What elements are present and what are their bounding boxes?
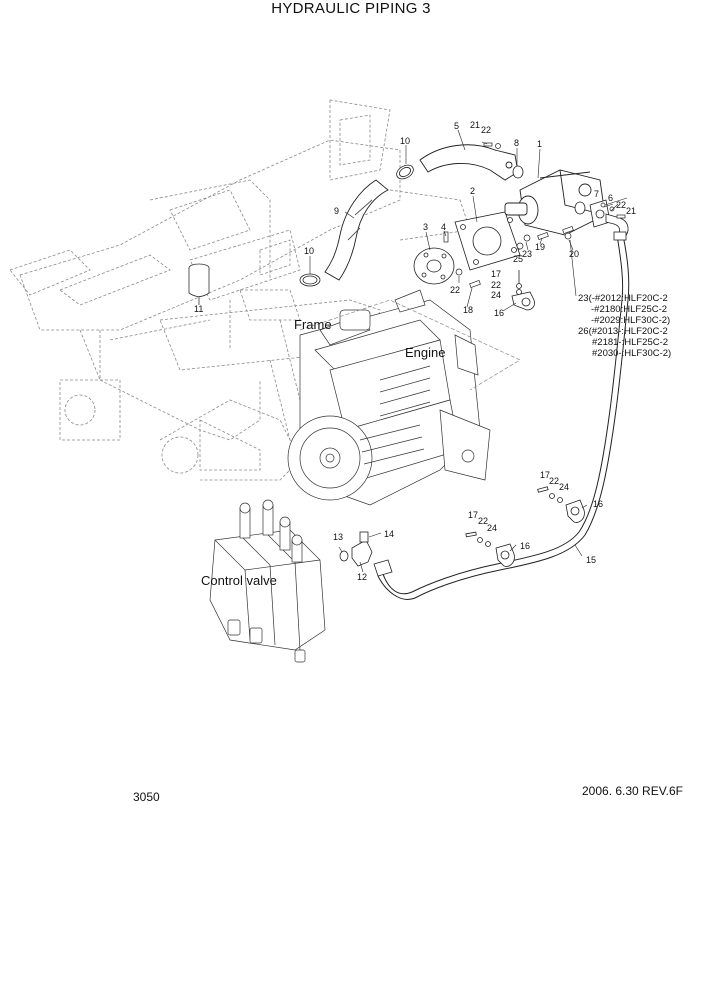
- note-line-4: 26(#2013-:HLF20C-2: [578, 326, 668, 337]
- engine-drawing: [287, 289, 491, 506]
- callout-16-right: 16: [593, 499, 603, 509]
- engine-label: Engine: [405, 345, 446, 360]
- callout-17-upper: 17: [491, 269, 501, 279]
- callout-17-middle: 17: [468, 510, 478, 520]
- filter-element: [188, 263, 210, 305]
- callout-22-rightgroup: 22: [549, 476, 559, 486]
- callout-18: 18: [463, 305, 473, 315]
- callout-22-middle: 22: [478, 516, 488, 526]
- callout-23: 23: [522, 249, 532, 259]
- date-revision: 2006. 6.30 REV.6F: [582, 784, 683, 798]
- leader-lines: [309, 129, 628, 573]
- callout-21-right: 21: [626, 206, 636, 216]
- callout-12: 12: [357, 572, 367, 582]
- callout-8: 8: [514, 138, 519, 148]
- page-number: 3050: [133, 790, 160, 804]
- callout-7: 7: [594, 189, 599, 199]
- callout-9: 9: [334, 206, 339, 216]
- callout-11: 11: [194, 304, 203, 314]
- callout-14: 14: [384, 529, 394, 539]
- hose-fitting-valve-side: [373, 559, 393, 577]
- callout-21-left: 21: [470, 120, 480, 130]
- page-title: HYDRAULIC PIPING 3: [271, 0, 431, 17]
- pipe-clamp-group-middle: [465, 531, 515, 567]
- callout-22-top: 22: [481, 125, 491, 135]
- callout-22-right: 22: [616, 200, 626, 210]
- elbow-fitting-12: [339, 531, 373, 567]
- note-line-1: 23(-#2012:HLF20C-2: [578, 293, 668, 304]
- note-line-2: -#2180:HLF25C-2: [591, 304, 667, 315]
- callout-13: 13: [333, 532, 343, 542]
- frame-outline: [9, 99, 471, 481]
- callout-25: 25: [513, 254, 523, 264]
- callout-10-upper: 10: [400, 136, 410, 146]
- hose-clamp-lower: [299, 273, 321, 287]
- callout-6: 6: [608, 193, 613, 203]
- callout-20: 20: [569, 249, 579, 259]
- frame-label: Frame: [294, 317, 332, 332]
- adapter-plate-2: [454, 211, 521, 271]
- callout-10-lower: 10: [304, 246, 314, 256]
- note-line-6: #2030-:HLF30C-2): [592, 348, 671, 359]
- note-line-5: #2181-:HLF25C-2: [592, 337, 668, 348]
- pipe-5: [419, 144, 519, 181]
- pipe-clamp-group-right: [537, 486, 585, 523]
- callout-16-upper: 16: [494, 308, 504, 318]
- callout-2: 2: [470, 186, 475, 196]
- callout-3: 3: [423, 222, 428, 232]
- hose-fitting-pump-side: [613, 231, 627, 241]
- control-valve-drawing: [209, 499, 326, 663]
- callout-24-upper: 24: [491, 290, 501, 300]
- callout-15: 15: [586, 555, 596, 565]
- callout-1: 1: [537, 139, 542, 149]
- suction-hose: [324, 179, 389, 281]
- pressure-hose-15: [377, 234, 630, 600]
- control-valve-label: Control valve: [201, 573, 277, 588]
- callout-24-middle: 24: [487, 523, 497, 533]
- o-ring-7: [574, 201, 586, 215]
- coupling-3: [413, 247, 455, 285]
- callout-4: 4: [441, 222, 446, 232]
- callout-19: 19: [535, 242, 545, 252]
- pipe-clamp-group-upper: [511, 270, 535, 311]
- callout-22-pump: 22: [450, 285, 460, 295]
- callout-22-upper: 22: [491, 280, 501, 290]
- hose-clamp-upper: [396, 164, 414, 180]
- small-hardware: [443, 142, 626, 289]
- part-callouts: 1 2 3 4 5 6 7 8 9 10 10 11 12 13 14 15 1…: [194, 120, 636, 582]
- o-ring-8: [512, 165, 524, 179]
- callout-24-right: 24: [559, 482, 569, 492]
- engine-zone-outline: [299, 299, 521, 391]
- callout-16-middle: 16: [520, 541, 530, 551]
- callout-5: 5: [454, 121, 459, 131]
- callout-17-right: 17: [540, 470, 550, 480]
- variant-notes: 23(-#2012:HLF20C-2 -#2180:HLF25C-2 -#202…: [578, 293, 671, 359]
- hydraulic-pump-1: [504, 169, 606, 236]
- note-line-3: -#2029:HLF30C-2): [591, 315, 670, 326]
